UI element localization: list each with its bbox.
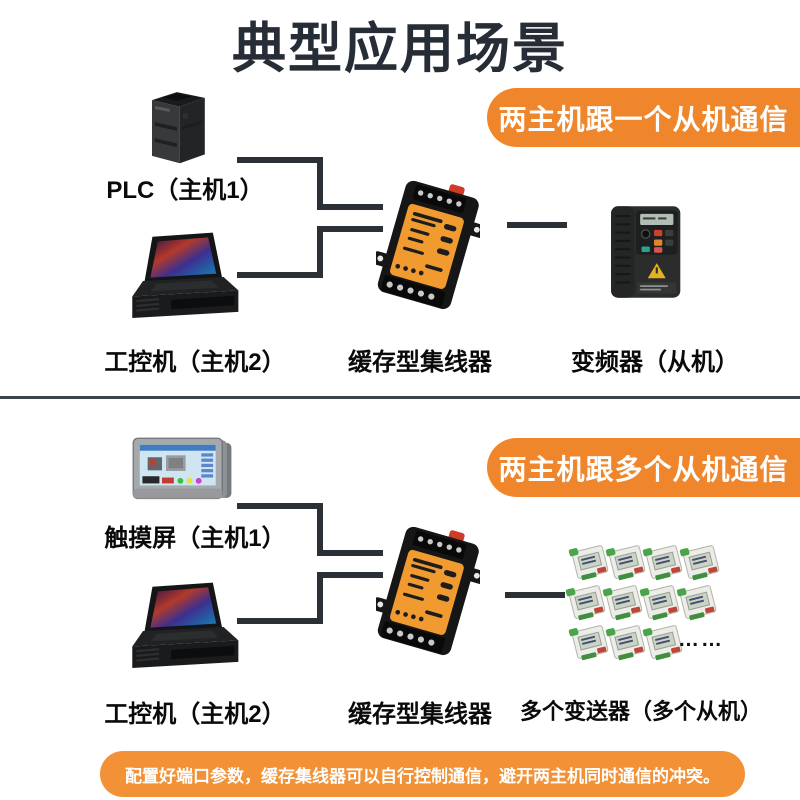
transmitter-device-image	[608, 544, 646, 580]
hub-label-bottom: 缓存型集线器	[348, 701, 492, 728]
wire-hmi-to-junction	[237, 503, 322, 509]
industrial-pc-image-1	[132, 232, 239, 318]
transmitter-device-image	[679, 584, 717, 620]
plc-device-image	[152, 92, 205, 164]
wire-s1-vertical-top	[317, 157, 323, 210]
footer-note-banner: 配置好端口参数，缓存集线器可以自行控制通信，避开两主机同时通信的冲突。	[100, 751, 745, 797]
transmitters-label: 多个变送器（多个从机）	[520, 699, 763, 724]
wire-hub1-to-vfd	[507, 222, 567, 228]
wire-hub2-to-transmitters	[505, 592, 565, 598]
wire-s2-stub-top	[317, 550, 383, 556]
transmitter-device-image	[645, 544, 683, 580]
wire-s1-stub-top	[317, 204, 383, 210]
wire-s1-stub-bottom	[317, 226, 383, 232]
scene1-banner: 两主机跟一个从机通信	[487, 88, 800, 147]
wire-s2-stub-bottom	[317, 572, 383, 578]
ipc-label-top: 工控机（主机2）	[104, 349, 286, 376]
wire-plc-to-junction	[237, 157, 322, 163]
transmitter-device-image	[642, 584, 680, 620]
wire-s1-vertical-bottom	[317, 226, 323, 278]
transmitter-device-image	[608, 624, 646, 660]
page-title: 典型应用场景	[232, 19, 568, 79]
plc-label: PLC（主机1）	[106, 177, 264, 204]
hmi-touchscreen-image	[132, 437, 232, 500]
transmitter-device-image	[605, 584, 643, 620]
transmitter-device-image	[682, 544, 720, 580]
vfd-inverter-image	[611, 206, 681, 298]
wire-ipc1-to-junction	[237, 272, 322, 278]
wire-s2-vertical-bottom	[317, 572, 323, 624]
scene2-banner: 两主机跟多个从机通信	[487, 438, 800, 497]
section-divider	[0, 396, 800, 399]
transmitter-device-image	[571, 624, 609, 660]
hmi-label: 触摸屏（主机1）	[104, 525, 286, 552]
vfd-label: 变频器（从机）	[571, 349, 739, 376]
wire-s2-vertical-top	[317, 503, 323, 556]
wire-ipc2-to-junction	[237, 618, 322, 624]
transmitter-device-image	[571, 544, 609, 580]
transmitter-device-image	[568, 584, 606, 620]
buffer-hub-image-2	[376, 526, 480, 656]
transmitter-grid: ……	[566, 544, 796, 676]
industrial-pc-image-2	[132, 582, 239, 668]
more-devices-ellipsis: ……	[678, 628, 724, 651]
hub-label-top: 缓存型集线器	[348, 349, 492, 376]
buffer-hub-image-1	[376, 180, 480, 310]
ipc-label-bottom: 工控机（主机2）	[104, 701, 286, 728]
